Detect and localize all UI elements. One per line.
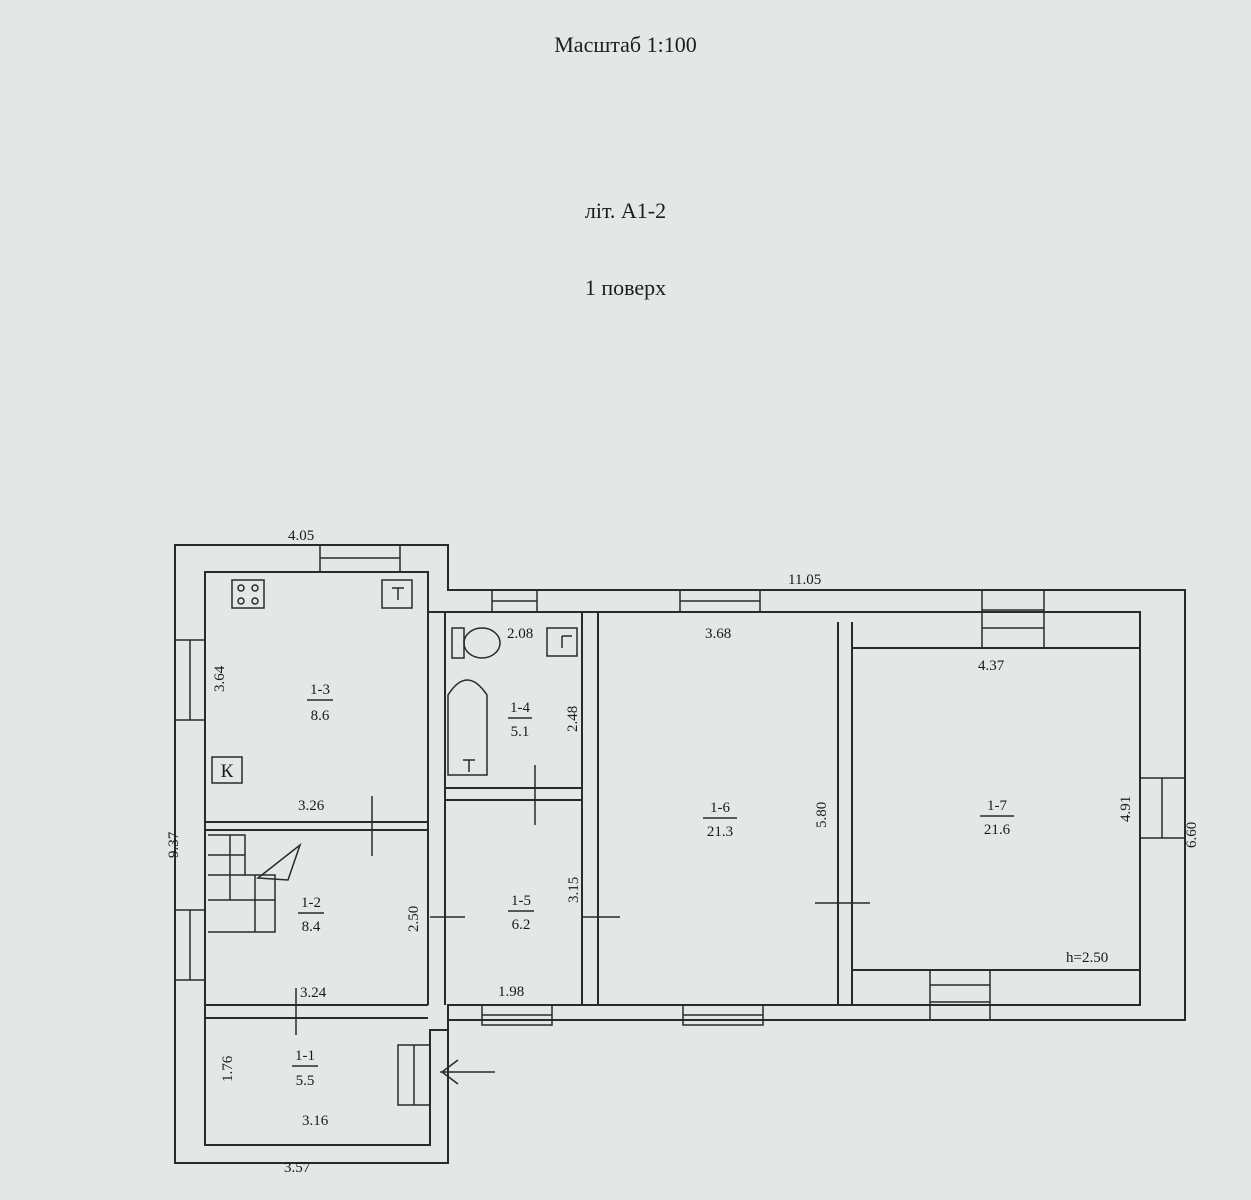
svg-text:5.5: 5.5 xyxy=(296,1073,315,1089)
svg-text:5.1: 5.1 xyxy=(511,724,530,740)
svg-text:4.37: 4.37 xyxy=(978,658,1005,674)
svg-text:1-5: 1-5 xyxy=(511,893,531,909)
staircase xyxy=(208,834,302,933)
svg-text:8.6: 8.6 xyxy=(311,708,330,724)
svg-text:4.05: 4.05 xyxy=(288,528,314,544)
svg-text:3.26: 3.26 xyxy=(298,798,325,814)
svg-text:21.3: 21.3 xyxy=(707,824,733,840)
scale-label: Масштаб 1:100 xyxy=(554,32,697,57)
svg-text:11.05: 11.05 xyxy=(788,572,821,588)
outer-wall xyxy=(174,544,1186,1164)
svg-text:4.91: 4.91 xyxy=(1118,796,1134,822)
building-label: літ. А1-2 xyxy=(584,198,667,223)
bathtub-icon xyxy=(447,679,488,776)
floor-label: 1 поверх xyxy=(584,275,667,300)
svg-text:1-7: 1-7 xyxy=(987,798,1007,814)
svg-text:1-1: 1-1 xyxy=(295,1048,315,1064)
toilet-icon xyxy=(451,627,501,659)
sink-icon xyxy=(381,579,413,609)
svg-text:6.2: 6.2 xyxy=(512,917,531,933)
svg-text:3.16: 3.16 xyxy=(302,1113,329,1129)
dimension-labels: 4.05 11.05 2.08 3.68 4.37 3.26 3.24 1.98… xyxy=(166,528,1200,1176)
svg-text:1-6: 1-6 xyxy=(710,800,730,816)
svg-text:1-4: 1-4 xyxy=(510,700,530,716)
svg-text:9.37: 9.37 xyxy=(166,831,182,858)
svg-text:8.4: 8.4 xyxy=(302,919,321,935)
room-1-5: 1-5 6.2 xyxy=(508,893,534,933)
windows xyxy=(174,544,1186,1106)
room-1-3: 1-3 8.6 xyxy=(307,682,333,724)
room-1-6: 1-6 21.3 xyxy=(703,800,737,840)
room-1-4: 1-4 5.1 xyxy=(508,700,532,740)
svg-text:3.64: 3.64 xyxy=(212,665,228,692)
svg-text:21.6: 21.6 xyxy=(984,822,1011,838)
room-1-1: 1-1 5.5 xyxy=(292,1048,318,1089)
stove-icon xyxy=(231,579,265,609)
svg-text:3.68: 3.68 xyxy=(705,626,731,642)
svg-text:1.76: 1.76 xyxy=(220,1055,236,1082)
svg-text:1.98: 1.98 xyxy=(498,984,524,1000)
kitchen-marker-label: К xyxy=(221,761,234,782)
door-markers xyxy=(295,765,870,1085)
svg-text:3.15: 3.15 xyxy=(566,877,582,903)
svg-text:3.24: 3.24 xyxy=(300,985,327,1001)
svg-text:h=2.50: h=2.50 xyxy=(1066,950,1108,966)
svg-text:3.57: 3.57 xyxy=(284,1160,311,1176)
svg-text:1-3: 1-3 xyxy=(310,682,330,698)
bath-sink-icon xyxy=(546,627,578,657)
svg-text:2.50: 2.50 xyxy=(406,906,422,932)
svg-text:2.48: 2.48 xyxy=(565,706,581,732)
kitchen-marker xyxy=(211,756,243,784)
svg-text:2.08: 2.08 xyxy=(507,626,533,642)
svg-text:1-2: 1-2 xyxy=(301,895,321,911)
svg-text:6.60: 6.60 xyxy=(1184,822,1200,848)
room-1-7: 1-7 21.6 xyxy=(980,798,1014,838)
svg-text:5.80: 5.80 xyxy=(814,802,830,828)
room-1-2: 1-2 8.4 xyxy=(298,895,324,935)
